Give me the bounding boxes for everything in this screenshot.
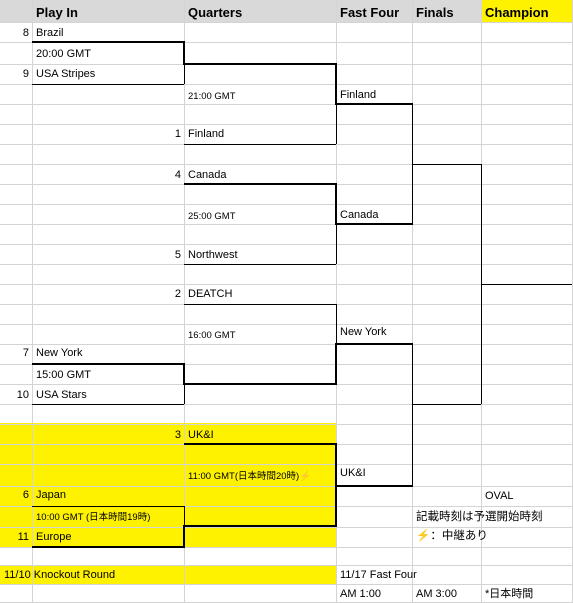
bracket-line: [32, 41, 185, 43]
quarter-time-4: 11:00 GMT(日本時間20時)⚡: [188, 470, 311, 483]
bracket-line: [184, 443, 337, 445]
seed-4: 4: [174, 169, 181, 181]
bracket-line: [184, 384, 185, 404]
seed-2: 2: [174, 288, 181, 300]
quarter-time-3: 16:00 GMT: [188, 330, 236, 341]
seed-1: 1: [174, 128, 181, 140]
bracket-line: [184, 264, 336, 265]
bracket-line: [412, 344, 413, 486]
champion-name: OVAL: [485, 490, 514, 502]
bracket-line: [32, 84, 184, 85]
knockout-date-highlight: [0, 565, 337, 584]
match-time-2: 15:00 GMT: [36, 369, 92, 381]
team-brazil: Brazil: [36, 27, 64, 39]
semi-finland: Finland: [340, 89, 377, 101]
seed-9: 9: [22, 68, 29, 80]
seed-11: 11: [17, 531, 29, 543]
team-europe: Europe: [36, 531, 72, 543]
seed-6: 6: [22, 489, 29, 501]
seed-8: 8: [22, 27, 29, 39]
bracket-line: [32, 404, 184, 405]
match-time-3: 10:00 GMT (日本時間19時): [36, 512, 151, 523]
bracket-line: [184, 144, 336, 145]
bracket-line: [183, 383, 337, 385]
bracket-line: [183, 525, 185, 548]
bracket-line: [183, 41, 185, 65]
lightning-icon: ⚡: [416, 530, 431, 542]
bracket-line: [335, 223, 413, 225]
quarter-time-1: 21:00 GMT: [188, 91, 236, 102]
header-quarters: Quarters: [188, 5, 243, 20]
note-stream: ⚡：中継あり: [416, 530, 488, 543]
bracket-line: [32, 546, 185, 548]
seed-10: 10: [16, 389, 29, 401]
team-uki: UK&I: [188, 429, 214, 441]
quarter-time-4-text: 11:00 GMT(日本時間20時): [188, 471, 300, 482]
quarter-time-2: 25:00 GMT: [188, 211, 236, 222]
header-champion: Champion: [485, 5, 549, 20]
bracket-line: [183, 363, 185, 385]
bracket-line: [184, 64, 185, 84]
fast-four-date: 11/17 Fast Four: [340, 569, 417, 581]
time-am3: AM 3:00: [416, 588, 457, 600]
match-time-1: 20:00 GMT: [36, 48, 92, 60]
bracket-line: [481, 284, 572, 285]
team-japan: Japan: [36, 489, 66, 501]
bracket-line: [184, 304, 336, 305]
bracket-line: [412, 404, 481, 405]
header-play-in: Play In: [36, 5, 78, 20]
lightning-icon: ⚡: [299, 471, 312, 482]
note-stream-text: ：中継あり: [430, 530, 488, 542]
team-usa-stars: USA Stars: [36, 389, 87, 401]
note-times: 記載時刻は予選開始時刻: [416, 511, 543, 523]
bracket-line: [183, 63, 337, 65]
bracket-line: [336, 104, 337, 144]
seed-3: 3: [174, 429, 181, 441]
jst-note: *日本時間: [485, 588, 534, 600]
header-bar: [0, 0, 481, 22]
team-canada: Canada: [188, 169, 227, 181]
bracket-line: [183, 525, 337, 527]
knockout-date: 11/10 Knockout Round: [4, 569, 116, 581]
team-northwest: Northwest: [188, 249, 238, 261]
header-fast-four: Fast Four: [340, 5, 400, 20]
seed-5: 5: [174, 249, 181, 261]
bracket-line: [335, 343, 413, 345]
seed-7: 7: [22, 347, 29, 359]
bracket-line: [412, 164, 481, 165]
bracket-line: [335, 63, 337, 105]
champion-header-highlight: [481, 0, 573, 22]
bracket-line: [336, 224, 337, 264]
bracket-line: [335, 485, 413, 487]
bracket-line: [335, 183, 337, 225]
semi-canada: Canada: [340, 209, 379, 221]
team-deatch: DEATCH: [188, 288, 233, 300]
bracket-line: [184, 183, 337, 185]
team-finland: Finland: [188, 128, 225, 140]
header-finals: Finals: [416, 5, 454, 20]
time-am1: AM 1:00: [340, 588, 381, 600]
team-new-york: New York: [36, 347, 83, 359]
bracket-line: [335, 103, 413, 105]
bracket-line: [336, 304, 337, 344]
bracket-line: [32, 506, 184, 507]
bracket-line: [184, 506, 185, 527]
bracket-line: [335, 343, 337, 385]
semi-uki: UK&I: [340, 467, 366, 479]
semi-new-york: New York: [340, 326, 387, 338]
team-usa-stripes: USA Stripes: [36, 68, 96, 80]
bracket-line: [32, 363, 185, 365]
